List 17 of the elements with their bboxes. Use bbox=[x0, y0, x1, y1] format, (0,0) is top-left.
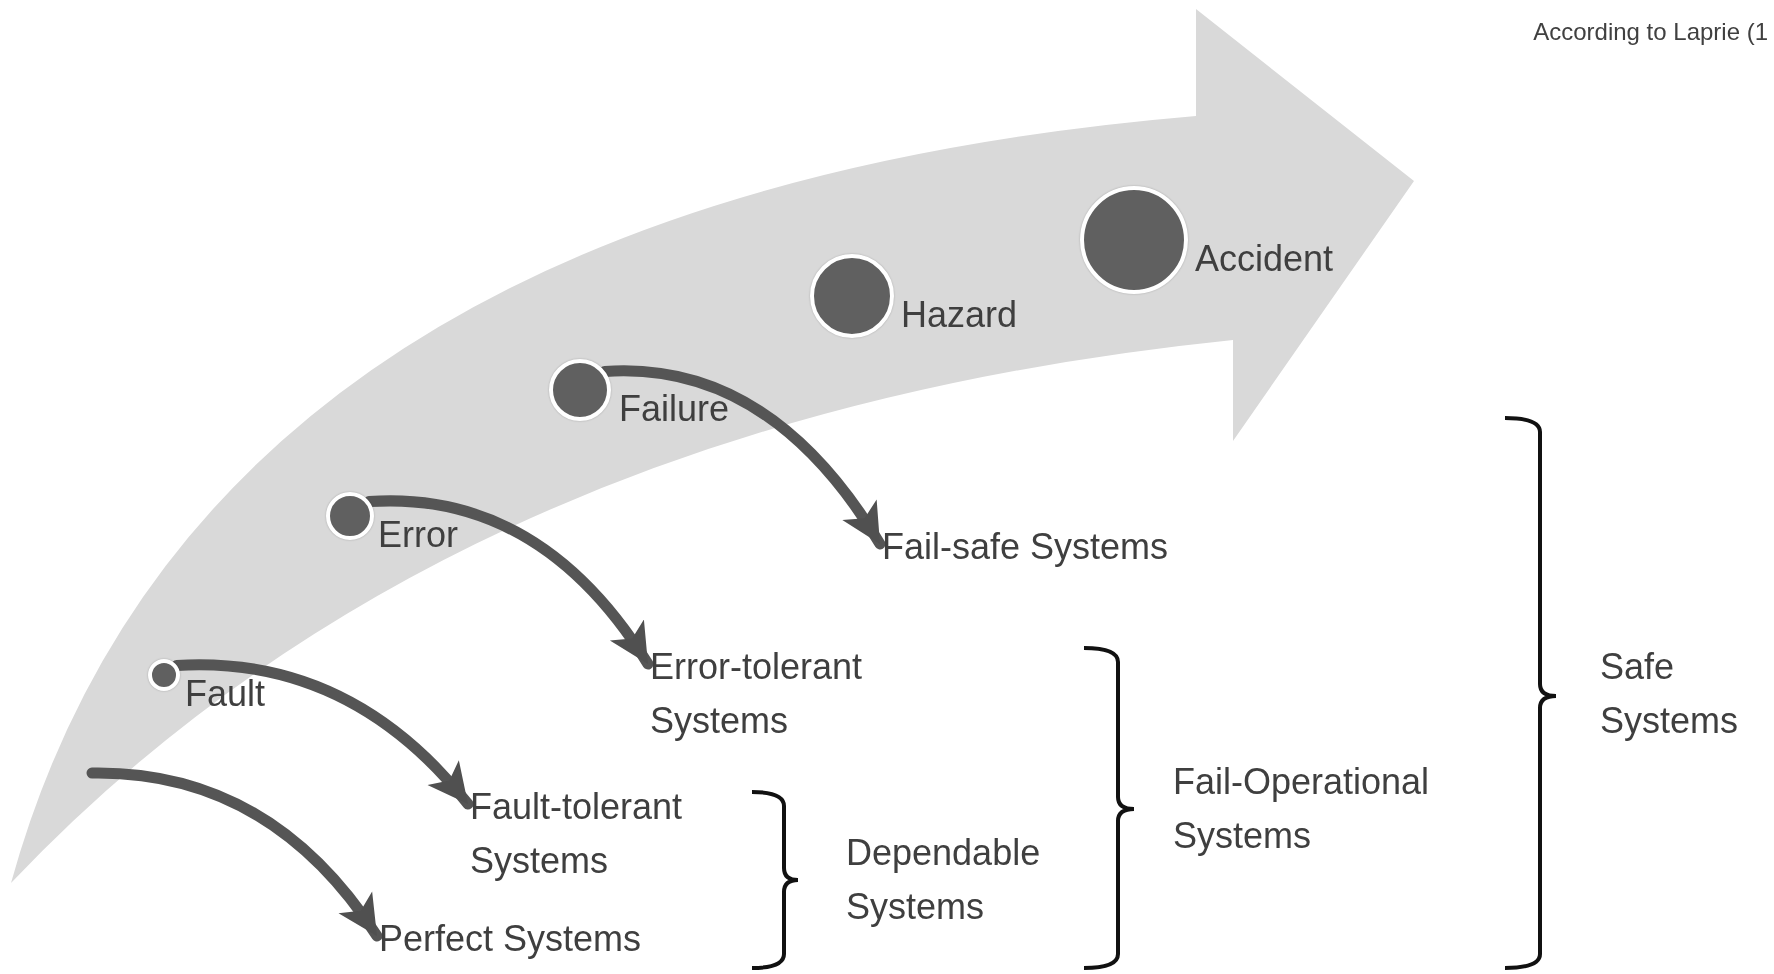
curved-arrow bbox=[171, 659, 474, 810]
curved-arrow bbox=[86, 767, 383, 942]
system-label: Fail-safe Systems bbox=[882, 525, 1169, 569]
system-label: Dependable Systems bbox=[846, 831, 1042, 929]
event-label: Accident bbox=[1195, 237, 1334, 281]
event-label: Error bbox=[378, 513, 458, 557]
event-label: Failure bbox=[619, 387, 730, 431]
system-label: Fault-tolerant Systems bbox=[470, 785, 684, 883]
system-label: Error-tolerant Systems bbox=[650, 645, 864, 743]
system-label: Safe Systems bbox=[1600, 645, 1740, 743]
event-label: Hazard bbox=[901, 293, 1018, 337]
curved-arrow bbox=[363, 495, 654, 670]
source-note: According to Laprie (1 bbox=[1533, 18, 1768, 46]
system-label: Perfect Systems bbox=[379, 917, 642, 961]
event-label: Fault bbox=[185, 672, 266, 716]
curved-arrow bbox=[599, 365, 886, 550]
system-label: Fail-Operational Systems bbox=[1173, 760, 1431, 858]
